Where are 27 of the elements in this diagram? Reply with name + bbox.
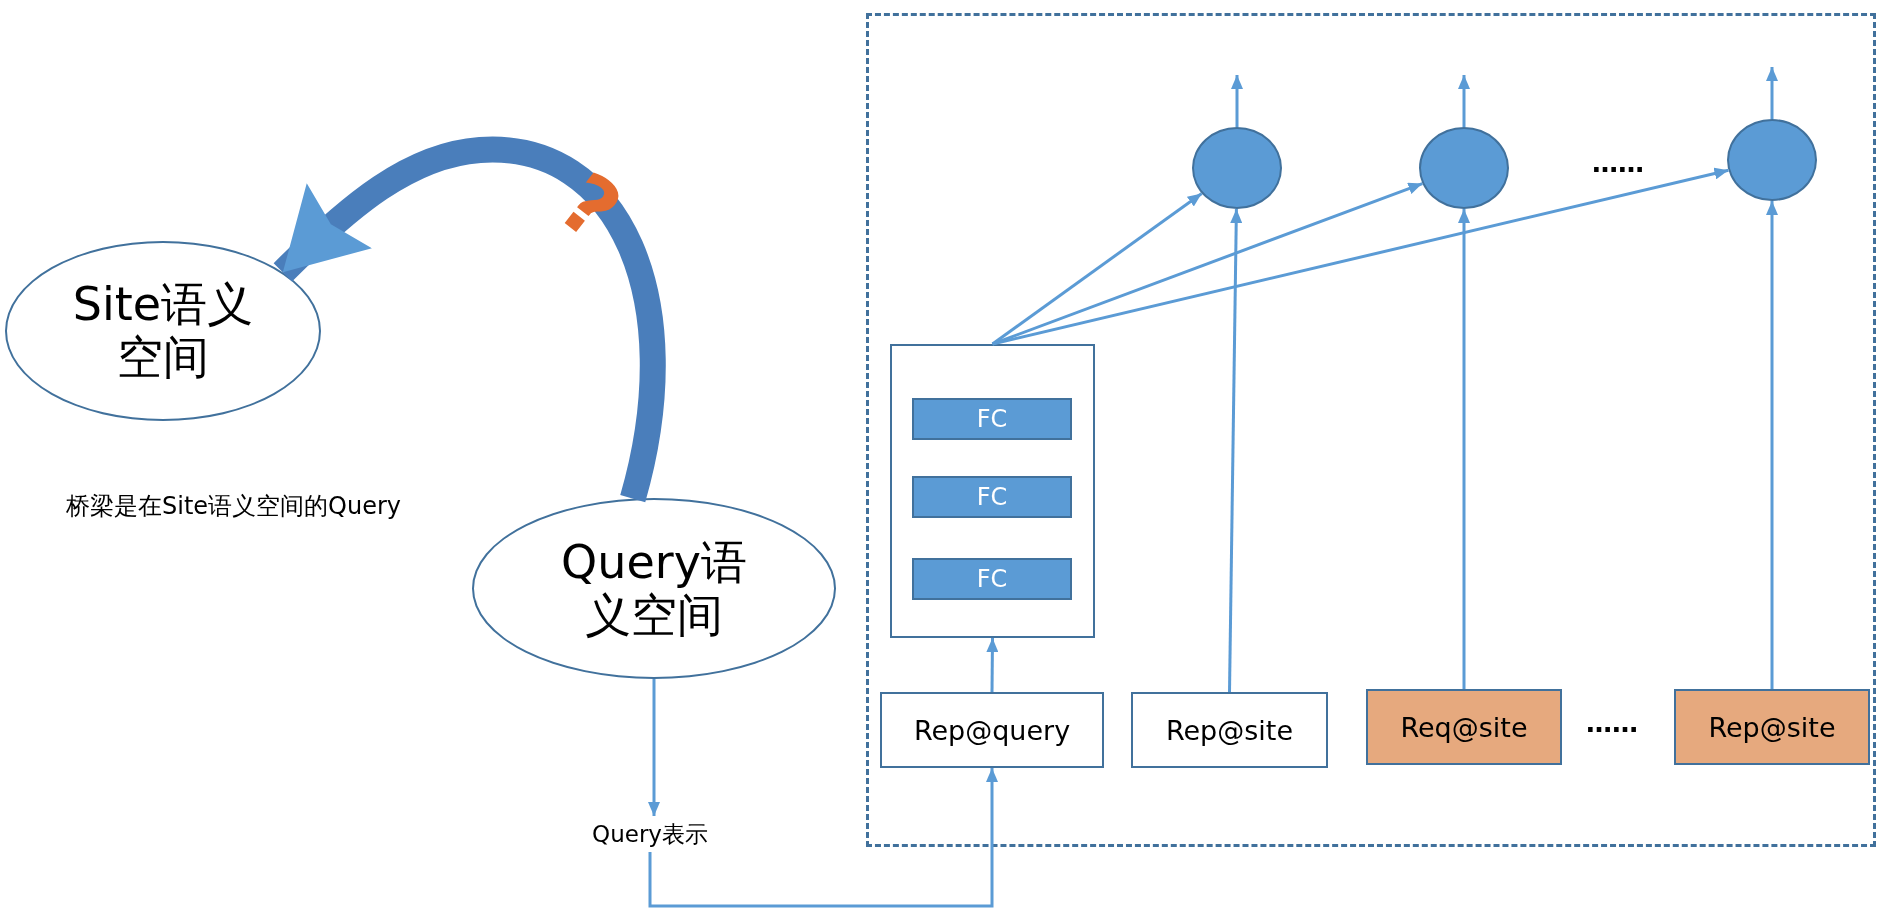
ellipsis: …… <box>1592 148 1644 178</box>
input-box: Rep@site <box>1131 692 1328 768</box>
arrow <box>1458 209 1470 689</box>
question-mark: ? <box>545 160 634 254</box>
arrow <box>648 768 998 908</box>
ellipsis: …… <box>1586 708 1638 738</box>
arrow <box>1766 67 1778 119</box>
input-box: Req@site <box>1366 689 1562 765</box>
arrow <box>992 167 1729 346</box>
arrow <box>1766 201 1778 689</box>
node-label: Query表示 <box>572 816 728 852</box>
arrow <box>1458 75 1470 127</box>
arrow <box>1228 208 1243 693</box>
curved-arrow <box>273 137 666 502</box>
fc-layer: FC <box>912 558 1072 600</box>
fc-layer: FC <box>912 476 1072 518</box>
arrow <box>986 638 999 692</box>
layer-stack-box <box>890 344 1095 638</box>
input-box: Rep@query <box>880 692 1104 768</box>
ellipse-node: Query语义空间 <box>472 498 836 679</box>
ellipse-node: Site语义空间 <box>5 241 321 421</box>
annotation-text: 桥梁是在Site语义空间的Query <box>66 491 401 522</box>
arrow <box>1231 75 1243 127</box>
dashed-container <box>866 13 1876 847</box>
arrow <box>648 679 660 816</box>
input-box: Rep@site <box>1674 689 1870 765</box>
fc-layer: FC <box>912 398 1072 440</box>
